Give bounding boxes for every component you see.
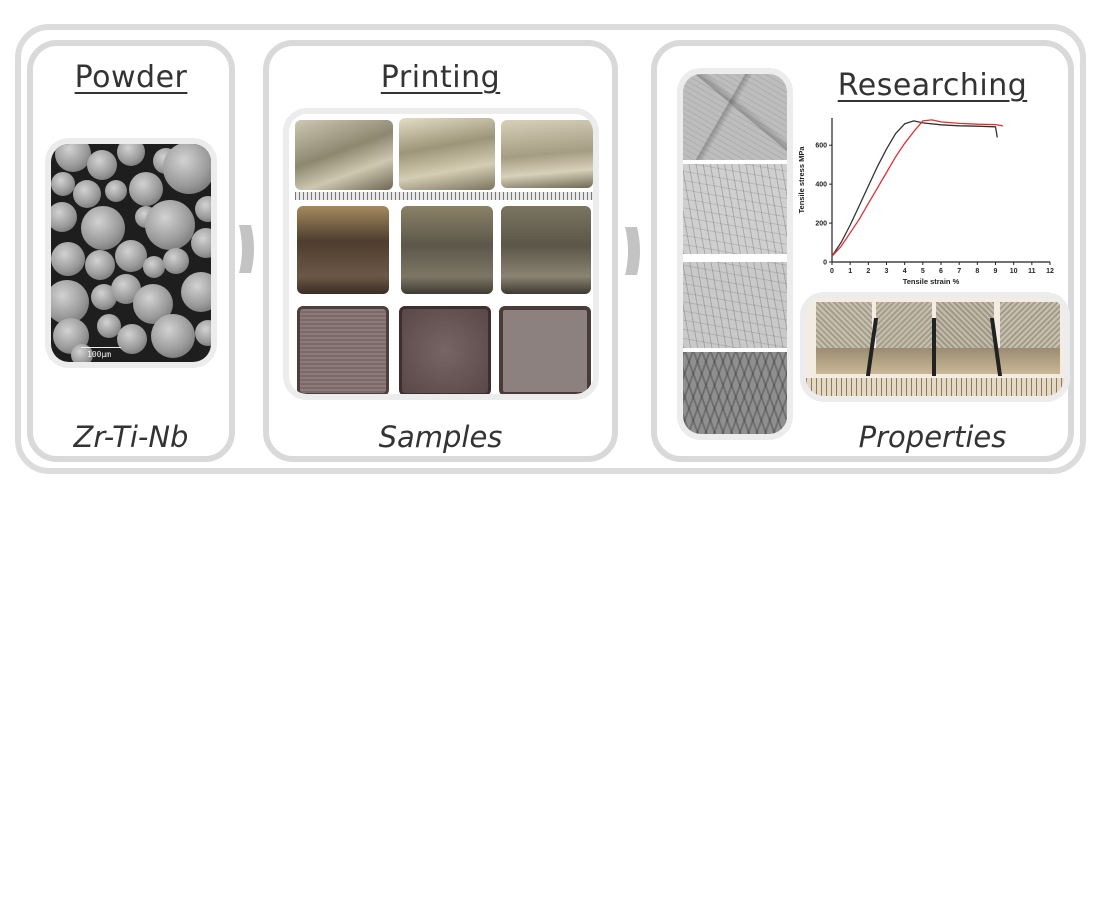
x-tick-label: 4 xyxy=(903,268,907,275)
x-tick-label: 12 xyxy=(1046,268,1054,275)
micrograph-3 xyxy=(683,262,787,348)
micrograph-1 xyxy=(683,74,787,160)
micrograph-4 xyxy=(683,352,787,434)
x-axis-label: Tensile strain % xyxy=(903,277,960,285)
powder-panel: Powder xyxy=(27,40,235,462)
x-tick-label: 1 xyxy=(848,268,852,275)
researching-panel: Researching Properties xyxy=(651,40,1074,462)
sample-3-2 xyxy=(399,306,491,394)
specimen-3 xyxy=(936,302,994,348)
sample-3-1 xyxy=(297,306,389,394)
specimen-2 xyxy=(876,302,932,348)
sample-2-3 xyxy=(501,206,591,294)
specimen-1 xyxy=(816,302,872,348)
y-tick-label: 400 xyxy=(815,182,827,189)
sample-1-3 xyxy=(501,120,593,188)
scale-bar: 100µm xyxy=(57,347,205,360)
sample-2-1 xyxy=(297,206,389,294)
x-tick-label: 6 xyxy=(939,268,943,275)
sample-2-2 xyxy=(401,206,493,294)
micrographs-frame xyxy=(677,68,793,440)
micrograph-2 xyxy=(683,164,787,254)
chevron-right-icon xyxy=(239,225,254,273)
researching-caption: Properties xyxy=(858,420,1007,454)
chevron-right-icon xyxy=(625,227,640,275)
x-tick-label: 7 xyxy=(957,268,961,275)
powder-sem-image: 100µm xyxy=(51,144,211,362)
y-tick-label: 600 xyxy=(815,143,827,150)
printing-caption: Samples xyxy=(378,420,503,454)
powder-caption: Zr-Ti-Nb xyxy=(73,420,189,454)
series-line-black xyxy=(831,120,998,257)
scale-bar-label: 100µm xyxy=(87,350,112,359)
researching-title: Researching xyxy=(837,68,1028,103)
series-line-red xyxy=(831,119,1003,257)
powder-title: Powder xyxy=(74,60,188,95)
x-tick-label: 5 xyxy=(921,268,925,275)
samples-image-frame xyxy=(283,108,599,400)
y-axis-label: Tensile stress MPa xyxy=(797,146,806,214)
sample-1-1 xyxy=(295,120,393,190)
printing-title: Printing xyxy=(380,60,501,95)
x-tick-label: 2 xyxy=(866,268,870,275)
sample-3-3 xyxy=(499,306,591,394)
ruler xyxy=(806,378,1064,396)
y-tick-label: 0 xyxy=(823,260,827,267)
y-tick-label: 200 xyxy=(815,221,827,228)
specimen-4 xyxy=(1000,302,1060,348)
x-tick-label: 11 xyxy=(1028,268,1036,275)
x-tick-label: 9 xyxy=(994,268,998,275)
outer-frame xyxy=(15,24,1086,474)
specimens-frame xyxy=(800,292,1070,402)
x-tick-label: 3 xyxy=(885,268,889,275)
sample-1-2 xyxy=(399,118,495,190)
powder-image-frame: 100µm xyxy=(45,138,217,368)
printing-panel: Printing Samples xyxy=(263,40,618,462)
x-tick-label: 8 xyxy=(975,268,979,275)
x-tick-label: 0 xyxy=(830,268,834,275)
x-tick-label: 10 xyxy=(1010,268,1018,275)
